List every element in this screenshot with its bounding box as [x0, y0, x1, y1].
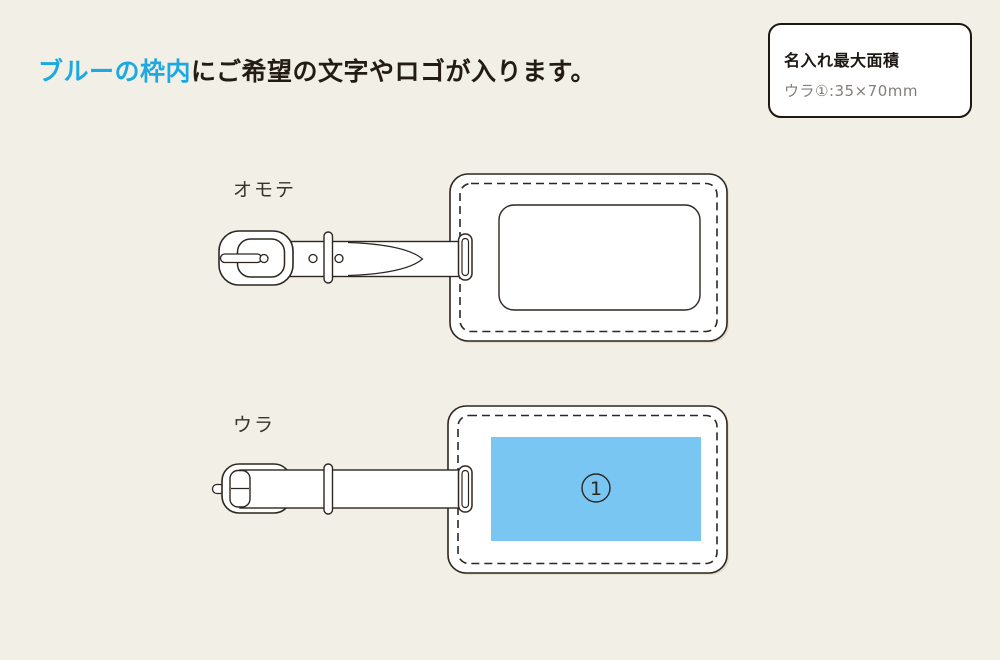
back-view-label: ウラ — [233, 414, 276, 436]
headline: ブルーの枠内にご希望の文字やロゴが入ります。 — [38, 52, 596, 88]
front-strap-grommet — [457, 233, 473, 281]
front-strap-hole-2 — [334, 253, 344, 264]
front-strap-grommet-inner — [461, 237, 470, 277]
back-strap-grommet-inner — [461, 469, 470, 509]
front-view-diagram — [218, 173, 729, 343]
headline-highlight: ブルーの枠内 — [38, 57, 192, 86]
info-box-spec: ウラ①:35×70mm — [784, 82, 918, 100]
back-strap-grommet — [457, 465, 473, 513]
front-strap-keeper — [323, 231, 334, 284]
headline-rest: にご希望の文字やロゴが入ります。 — [191, 57, 597, 86]
back-tag-stitching — [457, 414, 718, 565]
front-strap-hole-1 — [308, 253, 318, 264]
print-area-number-circle — [581, 473, 611, 503]
back-strap — [239, 469, 462, 509]
front-tag-window — [498, 204, 701, 311]
back-view-diagram: 1 — [211, 405, 729, 575]
print-area-highlight — [491, 437, 701, 541]
front-strap-tip — [347, 241, 424, 277]
front-view-label: オモテ — [233, 179, 297, 201]
front-buckle-hole — [259, 253, 269, 264]
print-area-number: 1 — [590, 478, 602, 500]
front-tag-stitching — [459, 182, 718, 333]
info-box-title: 名入れ最大面積 — [784, 51, 900, 70]
back-strap-keeper — [323, 463, 334, 515]
print-area-info-box: 名入れ最大面積 ウラ①:35×70mm — [768, 23, 972, 118]
front-buckle-prong — [219, 253, 263, 264]
